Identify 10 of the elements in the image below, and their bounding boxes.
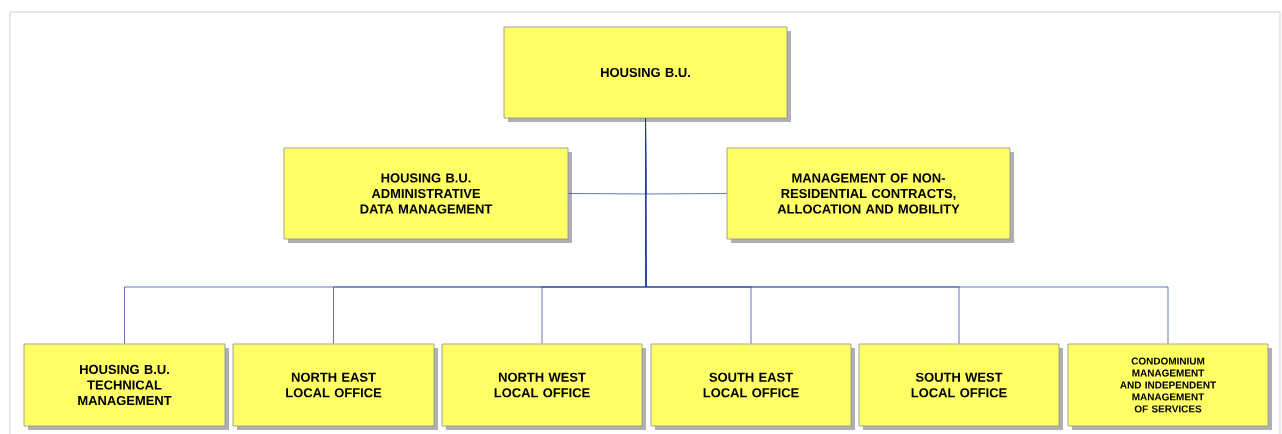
org-box: NORTH WEST LOCAL OFFICE bbox=[441, 343, 646, 430]
org-box: CONDOMINIUM MANAGEMENT AND INDEPENDENT MANAGEMENT OF SERVICES bbox=[1067, 343, 1272, 430]
connector-line bbox=[645, 118, 1169, 344]
org-box: HOUSING B.U. TECHNICAL MANAGEMENT bbox=[23, 343, 229, 430]
org-box: NORTH EAST LOCAL OFFICE bbox=[232, 343, 438, 430]
org-box: SOUTH EAST LOCAL OFFICE bbox=[650, 343, 855, 430]
org-box: MANAGEMENT OF NON-RESIDENTIAL CONTRACTS, ALLOCATION AND MOBILITY bbox=[726, 147, 1014, 243]
org-box: SOUTH WEST LOCAL OFFICE bbox=[858, 343, 1063, 430]
org-box: HOUSING B.U. bbox=[503, 26, 791, 122]
org-box: HOUSING B.U. ADMINISTRATIVE DATA MANAGEMENT bbox=[283, 147, 572, 243]
